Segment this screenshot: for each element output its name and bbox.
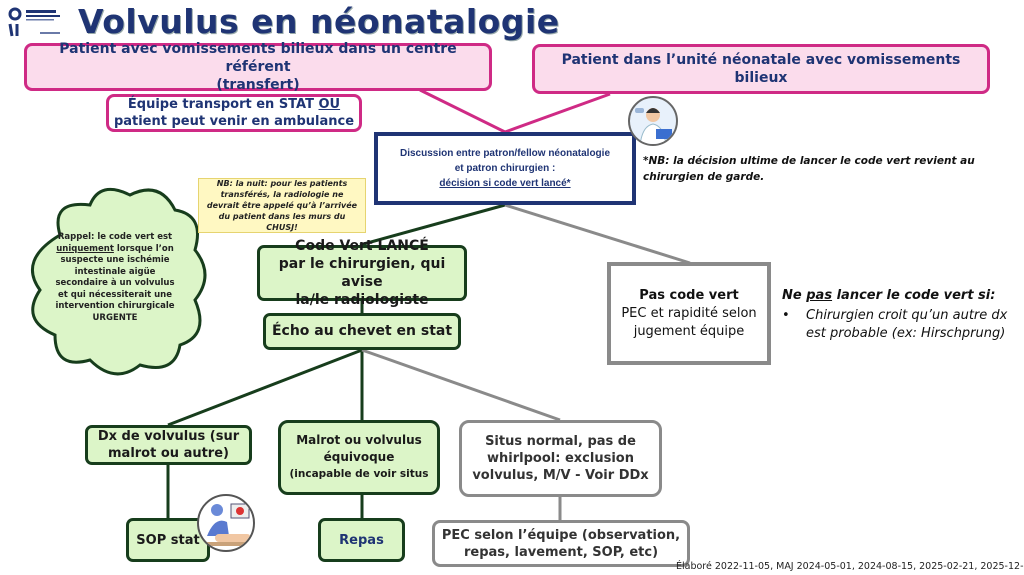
chu-sainte-justine-logo: [6, 6, 66, 42]
page-title: Volvulus en néonatalogie: [78, 2, 560, 41]
pas-code-title: Pas code vert: [639, 287, 739, 303]
transport-box: Équipe transport en STAT OU patient peut…: [106, 94, 362, 132]
transport-line1: Équipe transport en STAT: [127, 97, 319, 112]
discussion-line1: Discussion entre patron/fellow néonatalo…: [399, 148, 611, 159]
pec-box: PEC selon l’équipe (observation, repas, …: [432, 520, 690, 567]
echo-box: Écho au chevet en stat: [263, 313, 461, 350]
footer-dates: Élaboré 2022-11-05, MAJ 2024-05-01, 2024…: [676, 561, 1024, 572]
malrot-line2: (incapable de voir situs: [289, 468, 429, 480]
malrot-line1: Malrot ou volvulus équivoque: [296, 433, 422, 464]
referent-line1: Patient avec vomissements bilieux dans u…: [59, 41, 457, 75]
code-vert-line2: par le chirurgien, qui avise: [278, 256, 446, 290]
discussion-line3: décision si code vert lancé*: [439, 178, 571, 189]
cloud-shape: [30, 187, 207, 376]
transport-ou: OU: [318, 97, 341, 112]
malrot-box: Malrot ou volvulus équivoque (incapable …: [278, 420, 440, 495]
ne-pas-title-pre: Ne: [782, 288, 807, 303]
ultrasound-icon: [197, 494, 255, 552]
doctor-phone-icon: [628, 96, 678, 146]
connector-unit: [504, 92, 611, 134]
connector-dx: [167, 348, 363, 427]
dx-volvulus-box: Dx de volvulus (sur malrot ou autre): [85, 425, 252, 465]
connector-code-vert: [359, 203, 506, 247]
transport-line2: patient peut venir en ambulance: [113, 114, 355, 129]
rappel-underlined: uniquement: [56, 243, 114, 254]
referent-line2: (transfert): [216, 77, 300, 93]
connector-situs: [361, 348, 561, 422]
bullet-icon: •: [782, 308, 790, 323]
neonatal-unit-box: Patient dans l’unité néonatale avec vomi…: [532, 44, 990, 94]
unit-text: Patient dans l’unité néonatale avec vomi…: [561, 52, 961, 86]
night-note: NB: la nuit: pour les patients transféré…: [198, 178, 366, 233]
rappel-cloud-text: Rappel: le code vert est uniquement lors…: [55, 232, 175, 324]
ne-pas-bullet: Chirurgien croit qu’un autre dx est prob…: [806, 308, 1008, 341]
pas-code-vert-box: Pas code vert PEC et rapidité selon juge…: [607, 262, 771, 365]
ne-pas-lancer-note: Ne pas lancer le code vert si: • Chirurgi…: [782, 287, 1022, 343]
sop-stat-box: SOP stat: [126, 518, 210, 562]
rappel-pre: Rappel: le code vert est: [57, 232, 173, 242]
discussion-line2: et patron chirurgien :: [454, 163, 556, 174]
discussion-box: Discussion entre patron/fellow néonatalo…: [374, 132, 636, 205]
nb-decision-note: *NB: la décision ultime de lancer le cod…: [643, 155, 975, 183]
code-vert-box: Code Vert LANCÉ par le chirurgien, qui a…: [257, 238, 467, 308]
code-vert-line1: Code Vert LANCÉ: [295, 238, 429, 254]
rappel-post: lorsque l’on suspecte une ischémie intes…: [55, 243, 175, 323]
pas-code-body: PEC et rapidité selon jugement équipe: [621, 305, 757, 339]
referent-patient-box: Patient avec vomissements bilieux dans u…: [24, 41, 492, 93]
ne-pas-title-post: lancer le code vert si:: [832, 288, 996, 303]
code-vert-line3: la/le radiologiste: [295, 292, 429, 308]
connector-pas-code: [504, 203, 691, 265]
situs-normal-box: Situs normal, pas de whirlpool: exclusio…: [459, 420, 662, 497]
repas-box: Repas: [318, 518, 405, 562]
ne-pas-title-u: pas: [806, 288, 833, 303]
connector-referent: [419, 88, 506, 134]
